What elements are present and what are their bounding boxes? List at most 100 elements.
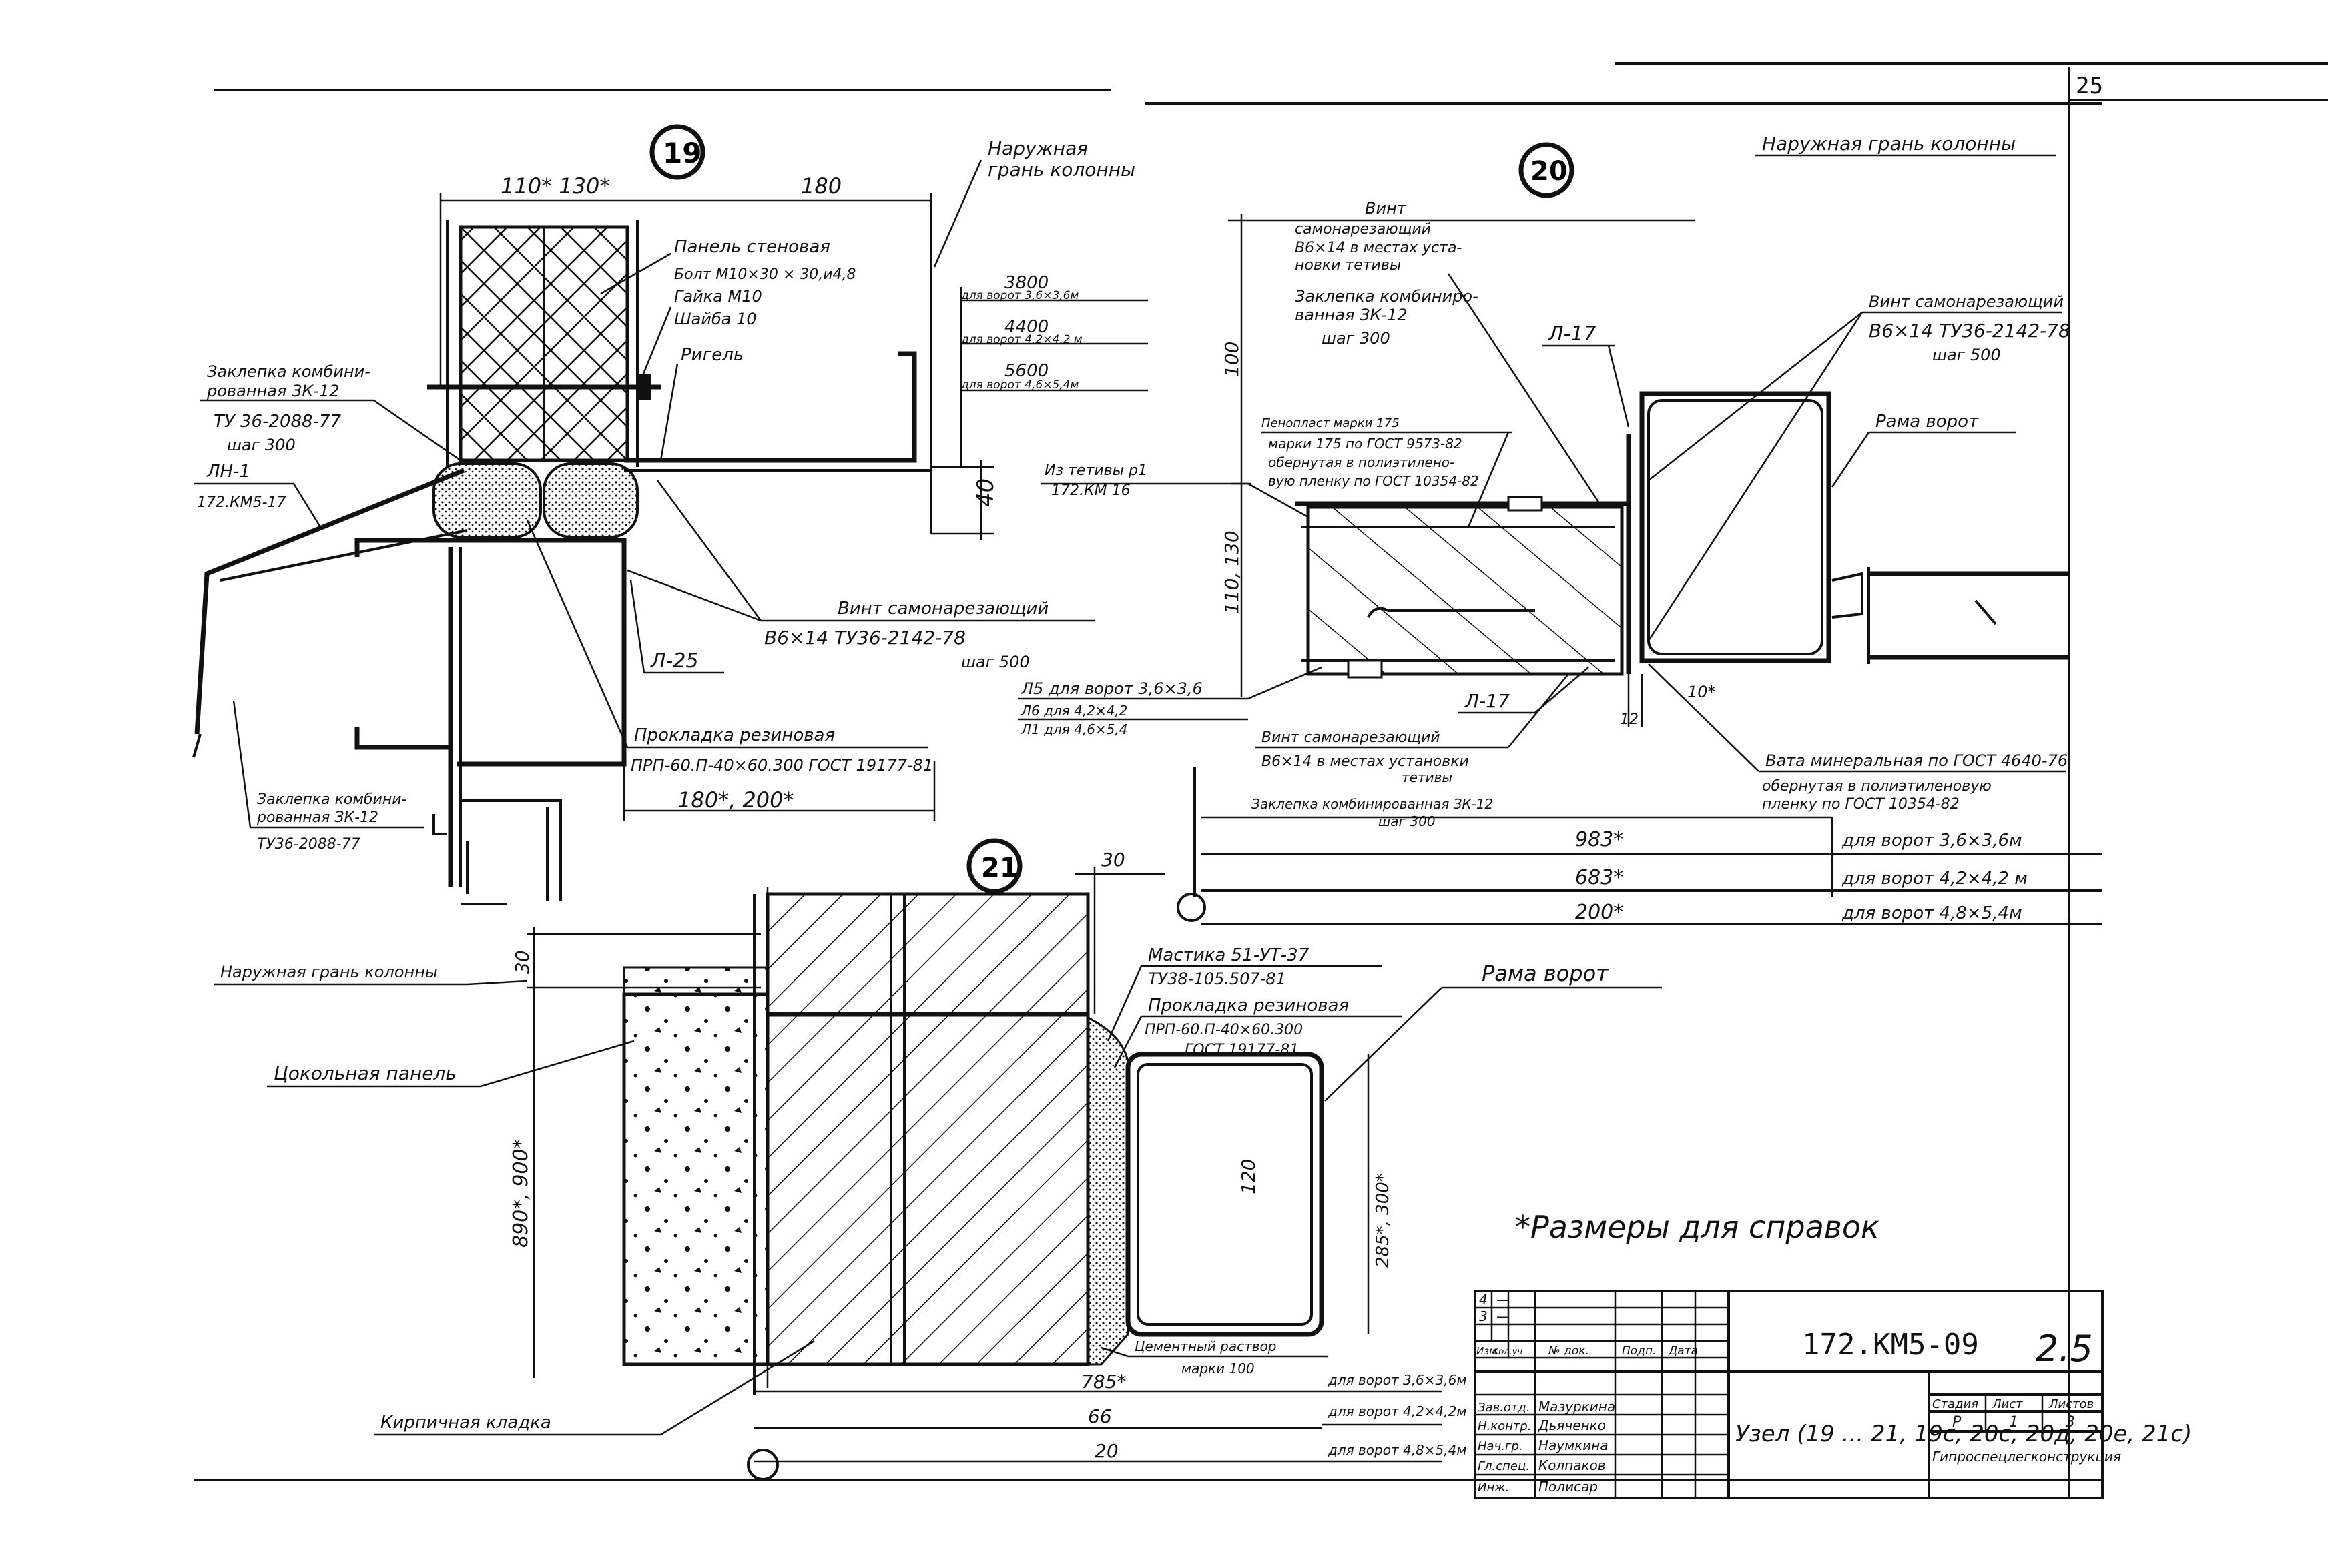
gasket-callout-19: Прокладка резиновая ПРП-60.П-40×60.300 Г… — [526, 520, 933, 775]
gasket-19-label: Прокладка резиновая — [634, 725, 835, 745]
gasket-19-spec: ПРП-60.П-40×60.300 ГОСТ 19177-81 — [631, 756, 933, 775]
svg-text:обернутая в полиэтиленовую: обернутая в полиэтиленовую — [1762, 778, 1992, 795]
svg-text:Из тетивы р1: Из тетивы р1 — [1045, 462, 1147, 479]
dim-21-3-text: для ворот 4,8×5,4м — [1328, 1442, 1466, 1458]
l17-top: Л-17 — [1548, 322, 1596, 346]
screw-19-label: Винт самонарезающий — [838, 599, 1049, 619]
dim-20-3-size: 200* — [1575, 901, 1623, 924]
dim-21-2-size: 66 — [1088, 1405, 1112, 1427]
dim-21-2-text: для ворот 4,2×4,2м — [1328, 1403, 1466, 1419]
svg-text:обернутая в полиэтилено-: обернутая в полиэтилено- — [1268, 454, 1454, 470]
label-rigel: Ригель — [681, 345, 744, 365]
dim-20-2-size: 683* — [1575, 866, 1623, 889]
dim-20-3-text: для ворот 4,8×5,4м — [1841, 903, 2022, 923]
person-2-role: Н.контр. — [1478, 1419, 1532, 1433]
brick-label: Кирпичная кладка — [380, 1413, 551, 1433]
screw-19-step: шаг 500 — [961, 653, 1030, 671]
svg-text:новки тетивы: новки тетивы — [1295, 257, 1401, 274]
lh1-label: ЛН-1 — [206, 462, 250, 482]
node-19-dim-180: 180 — [801, 173, 842, 199]
node-20-marker — [1518, 142, 1574, 198]
node-19-number: 19 — [663, 137, 701, 169]
node-19-gate-dims: 3800 для ворот 3,6×3,6м 4400 для ворот 4… — [960, 273, 1148, 467]
l25-label: Л-25 — [650, 649, 699, 673]
node-20-dim-12: 12 — [1620, 711, 1639, 728]
person-1-role: Зав.отд. — [1478, 1401, 1530, 1415]
gate-frame-20-label: Рама ворот — [1875, 412, 1979, 432]
node-21-right-dim: 285*, 300* — [1373, 1173, 1393, 1268]
l6-text: Л6 для 4,2×4,2 — [1021, 703, 1128, 719]
stage-header: Стадия — [1932, 1397, 1978, 1411]
string-callout: Из тетивы р1 172.КМ 16 — [1041, 462, 1309, 518]
node-20-dim-110-130: 110, 130 — [1221, 530, 1243, 614]
sheet-mark: 2.5 — [2036, 1328, 2093, 1370]
sheets-header: Листов — [2048, 1397, 2094, 1411]
node-19: 19 110* 130* 180 40 — [192, 124, 1148, 905]
node-19-dim-bottom: 180*, 200* — [677, 787, 794, 813]
mastic-21-label: Мастика 51-УТ-37 — [1148, 945, 1310, 965]
node-21-marker — [966, 838, 1023, 894]
svg-text:Заклепка комбинированная ЗК-12: Заклепка комбинированная ЗК-12 — [1251, 796, 1493, 812]
mortar-label: Цементный раствор — [1135, 1338, 1277, 1354]
gate-frame-20-callout: Рама ворот — [1831, 412, 2016, 488]
svg-text:марки 175 по ГОСТ 9573-82: марки 175 по ГОСТ 9573-82 — [1268, 436, 1462, 452]
rivet-19-spec: ТУ 36-2088-77 — [214, 412, 342, 432]
mortar-callout: Цементный раствор марки 100 — [1101, 1338, 1328, 1377]
node-19-outer-face-1: Наружная — [988, 137, 1088, 159]
gate-dim-19-2-text: для ворот 4,2×4,2 м — [960, 333, 1083, 346]
screw-19-spec: В6×14 ТУ36-2142-78 — [764, 627, 966, 649]
gate-dim-19-3-size: 5600 — [1004, 361, 1049, 381]
label-washer: Шайба 10 — [674, 310, 757, 328]
screw-right-step: шаг 500 — [1932, 346, 2001, 364]
stage-value: Р — [1952, 1414, 1962, 1431]
node-19-dim-top: 110* 130* — [501, 173, 610, 199]
dim-20-2-text: для ворот 4,2×4,2 м — [1841, 869, 2028, 889]
gate-dim-19-1-text: для ворот 3,6×3,6м — [960, 289, 1079, 302]
revision-2-num: 3 — [1479, 1308, 1488, 1324]
l17-bottom: Л-17 — [1464, 690, 1510, 712]
svg-text:Заклепка комбини-: Заклепка комбини- — [207, 362, 370, 381]
screw-right-label: Винт самонарезающий — [1869, 292, 2064, 311]
mastic-21 — [1087, 1016, 1130, 1366]
person-2-name: Дьяченко — [1538, 1417, 1606, 1433]
person-5-name: Полисар — [1538, 1479, 1598, 1495]
title-block: 4 — 3 — Изм. Кол.уч № док. Подп. Дата За… — [1474, 1290, 2192, 1499]
node-21-dim-30-top: 30 — [1101, 849, 1125, 871]
person-5-role: Инж. — [1478, 1481, 1509, 1495]
svg-text:тетивы: тетивы — [1402, 769, 1452, 785]
outer-face-21: Наружная грань колонны — [214, 963, 528, 986]
gate-dim-19-2-size: 4400 — [1004, 317, 1049, 337]
organization: Гипроспецлегконструкция — [1932, 1449, 2121, 1465]
rivet-callout-19: Заклепка комбини- рованная ЗК-12 ТУ 36-2… — [200, 362, 461, 462]
reference-note: *Размеры для справок — [1515, 1209, 1879, 1245]
sheet-value: 1 — [2009, 1414, 2018, 1431]
gasket-19-b — [543, 462, 639, 538]
gasket-21-spec: ПРП-60.П-40×60.300 — [1145, 1022, 1303, 1038]
svg-text:Заклепка комбиниро-: Заклепка комбиниро- — [1295, 287, 1478, 306]
person-3-name: Наумкина — [1538, 1437, 1609, 1453]
rev-header-1: Кол.уч — [1492, 1347, 1522, 1357]
node-19-outer-face-2: грань колонны — [988, 159, 1135, 181]
svg-text:Винт: Винт — [1365, 199, 1407, 218]
rivet-19-step: шаг 300 — [227, 436, 296, 454]
mastic-21-callout: Мастика 51-УТ-37 ТУ38-105.507-81 Проклад… — [1107, 945, 1402, 1068]
svg-text:ванная ЗК-12: ванная ЗК-12 — [1295, 306, 1408, 324]
dim-21-3-size: 20 — [1095, 1440, 1119, 1462]
rev-header-0: Изм. — [1476, 1345, 1500, 1357]
mastic-20-callout: Пенопласт марки 175 марки 175 по ГОСТ 95… — [1261, 416, 1512, 528]
label-bolt: Болт М10×30 × 30,и4,8 — [674, 266, 856, 283]
node-21-dim-30-left: 30 — [511, 950, 533, 974]
node-20-number: 20 — [1530, 156, 1568, 187]
svg-text:В6×14 в местах установки: В6×14 в местах установки — [1261, 753, 1469, 770]
screw-bottom-callout: Винт самонарезающий В6×14 в местах устан… — [1251, 673, 1569, 829]
screw-callout-19: Винт самонарезающий В6×14 ТУ36-2142-78 ш… — [627, 480, 1095, 671]
screw-top-callout: Винт самонарезающий В6×14 в местах уста-… — [1295, 199, 1603, 508]
node-21: 21 30 30 890*, 900* 120 285*, 300* 78 — [214, 838, 1662, 1481]
drawing-title: Узел (19 ... 21, 19с, 20с, 20д, 20е, 21с… — [1735, 1421, 2192, 1447]
svg-text:172.КМ 16: 172.КМ 16 — [1051, 482, 1131, 499]
lh1-ref: 172.КМ5-17 — [197, 494, 286, 511]
gate-frame-21-callout: Рама ворот — [1324, 961, 1662, 1102]
l1-text: Л1 для 4,6×5,4 — [1021, 721, 1128, 737]
person-1-name: Мазуркина — [1538, 1399, 1615, 1415]
